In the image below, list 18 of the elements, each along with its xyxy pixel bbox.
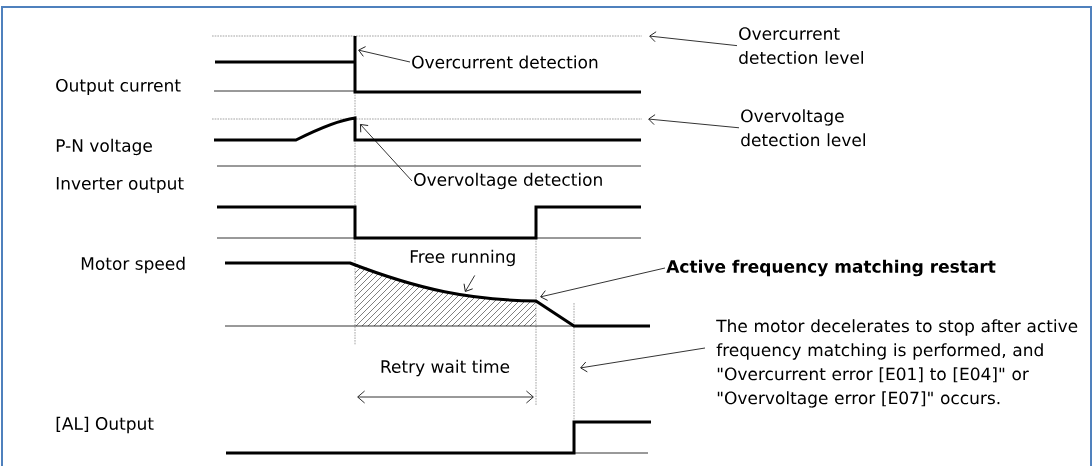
leader-line: [648, 114, 740, 129]
signal-label: [AL] Output: [56, 416, 154, 434]
callout-text: Overcurrent detection level: [739, 27, 863, 65]
signal-label: Inverter output: [56, 177, 184, 193]
signal-label: Retry wait time: [381, 359, 510, 377]
leader-line: [649, 31, 738, 47]
leader-line: [360, 124, 413, 182]
leader-line: [358, 46, 411, 63]
signal-label: Motor speed: [81, 256, 185, 274]
timing-chart-drawing: [211, 34, 651, 455]
callout-text: Overvoltage detection level: [741, 109, 865, 147]
leader-line: [580, 347, 706, 373]
signal-label: P-N voltage: [56, 138, 152, 156]
callout-text: Active frequency matching restart: [666, 259, 996, 277]
callout-text: The motor decelerates to stop after active frequency matching is performed, and "Overcurrent error [E01] to [E04]" or "Overvoltage error [E07]" occurs.: [716, 319, 1078, 408]
leader-line: [463, 275, 476, 292]
signal-label: Output current: [56, 78, 181, 96]
leader-line: [540, 267, 666, 301]
